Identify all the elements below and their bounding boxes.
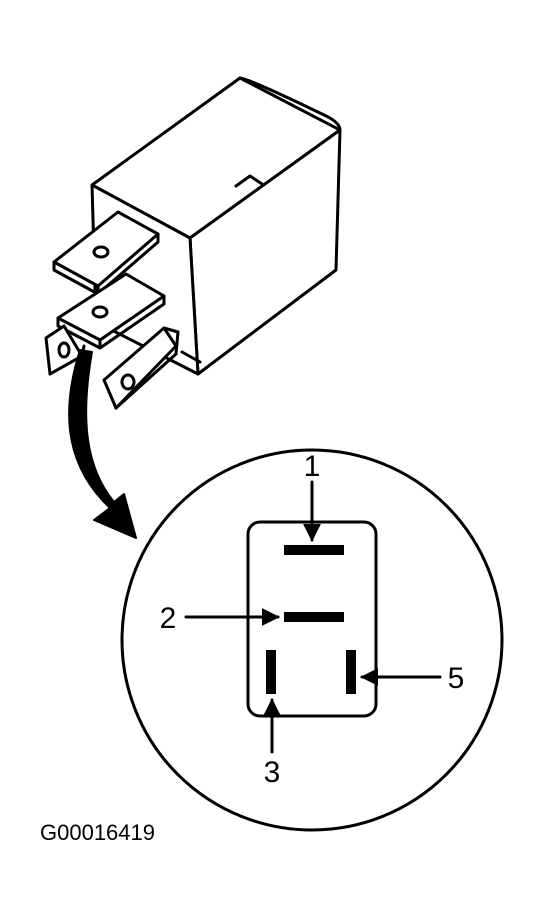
terminal-hole-left <box>57 341 71 359</box>
magnify-arrow-shape <box>68 349 137 539</box>
terminal-blade-middle-side <box>98 294 166 350</box>
relay-terminals <box>44 210 180 410</box>
terminal-blade-top-edge <box>52 260 100 296</box>
terminal-hole-middle <box>91 305 109 319</box>
pin-label-2: 2 <box>160 602 177 635</box>
pin-slot-2 <box>284 612 344 622</box>
pin-label-1: 1 <box>304 450 321 483</box>
magnified-view-circle <box>120 448 504 832</box>
terminal-blade-middle-edge <box>56 316 102 350</box>
relay-top-edge <box>238 76 342 132</box>
pin-slot-3 <box>266 650 276 694</box>
terminal-hole-right <box>120 373 136 391</box>
pin-slot-5 <box>346 650 356 694</box>
pin-label-5: 5 <box>448 662 465 695</box>
terminal-blade-right-edge <box>114 326 180 410</box>
pin-label-3: 3 <box>264 756 281 789</box>
terminal-hole-top <box>92 245 110 259</box>
magnify-arrow <box>68 349 137 539</box>
relay-base-line <box>180 350 202 364</box>
terminal-blade-top-side <box>96 232 160 296</box>
figure-caption: G00016419 <box>40 820 155 845</box>
relay-notch <box>234 174 264 188</box>
pin-slot-1 <box>284 545 344 555</box>
